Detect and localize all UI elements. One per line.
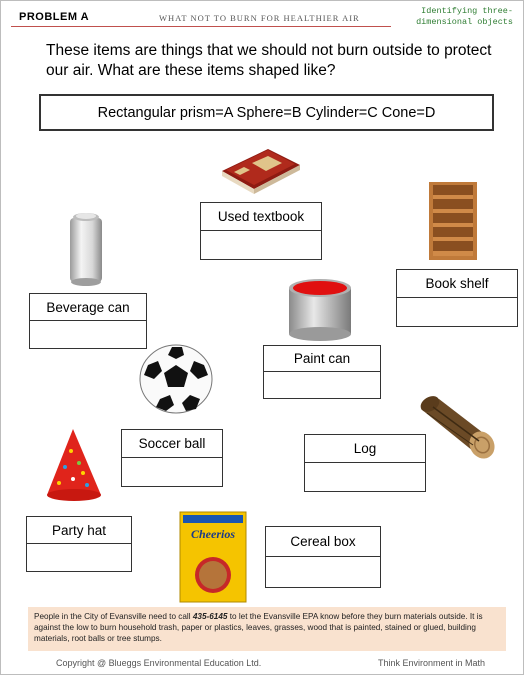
soccer-ball-icon: [139, 344, 213, 414]
answer-box-log: Log: [304, 434, 426, 492]
answer-field-cereal-box[interactable]: [266, 557, 380, 587]
log-icon: [420, 396, 495, 459]
beverage-can-icon: [70, 213, 102, 286]
answer-field-bookshelf[interactable]: [397, 298, 517, 326]
cereal-brand-label: Cheerios: [190, 527, 235, 541]
answer-field-log[interactable]: [305, 463, 425, 491]
answer-field-paint-can[interactable]: [264, 372, 380, 398]
topic-note-line2: dimensional objects: [416, 17, 513, 27]
answer-box-beverage-can: Beverage can: [29, 293, 147, 349]
answer-field-soccer-ball[interactable]: [122, 458, 222, 486]
shape-legend: Rectangular prism=A Sphere=B Cylinder=C …: [39, 94, 494, 131]
tagline-text: Think Environment in Math: [377, 658, 485, 668]
problem-title: PROBLEM A: [19, 11, 90, 23]
label-textbook: Used textbook: [201, 203, 321, 231]
cereal-box-icon: [179, 511, 247, 603]
textbook-icon: [222, 149, 300, 194]
answer-field-textbook[interactable]: [201, 231, 321, 259]
answer-box-cereal-box: Cereal box: [265, 526, 381, 588]
header-rule: [11, 26, 391, 27]
burn-notice: People in the City of Evansville need to…: [28, 607, 506, 651]
label-beverage-can: Beverage can: [30, 294, 146, 321]
burn-notice-phone: 435-6145: [192, 612, 228, 621]
label-party-hat: Party hat: [27, 517, 131, 544]
answer-box-soccer-ball: Soccer ball: [121, 429, 223, 487]
answer-box-party-hat: Party hat: [26, 516, 132, 572]
party-hat-icon: [47, 429, 101, 501]
copyright-text: Copyright @ Blueggs Environmental Educat…: [56, 658, 262, 668]
answer-box-bookshelf: Book shelf: [396, 269, 518, 327]
answer-box-paint-can: Paint can: [263, 345, 381, 399]
label-bookshelf: Book shelf: [397, 270, 517, 298]
intro-text: These items are things that we should no…: [46, 42, 492, 79]
worksheet-subtitle: WHAT NOT TO BURN FOR HEALTHIER AIR: [159, 13, 360, 23]
topic-note-line1: Identifying three-: [421, 6, 513, 16]
bookshelf-icon: [429, 182, 477, 260]
label-paint-can: Paint can: [264, 346, 380, 372]
answer-field-party-hat[interactable]: [27, 544, 131, 571]
answer-box-textbook: Used textbook: [200, 202, 322, 260]
label-cereal-box: Cereal box: [266, 527, 380, 557]
burn-notice-text-after: to let the Evansville EPA know before th…: [34, 612, 483, 643]
paint-can-icon: [289, 279, 351, 341]
label-log: Log: [305, 435, 425, 463]
topic-note: Identifying three- dimensional objects: [401, 6, 513, 28]
answer-field-beverage-can[interactable]: [30, 321, 146, 348]
label-soccer-ball: Soccer ball: [122, 430, 222, 458]
burn-notice-text-before: People in the City of Evansville need to…: [34, 612, 193, 621]
